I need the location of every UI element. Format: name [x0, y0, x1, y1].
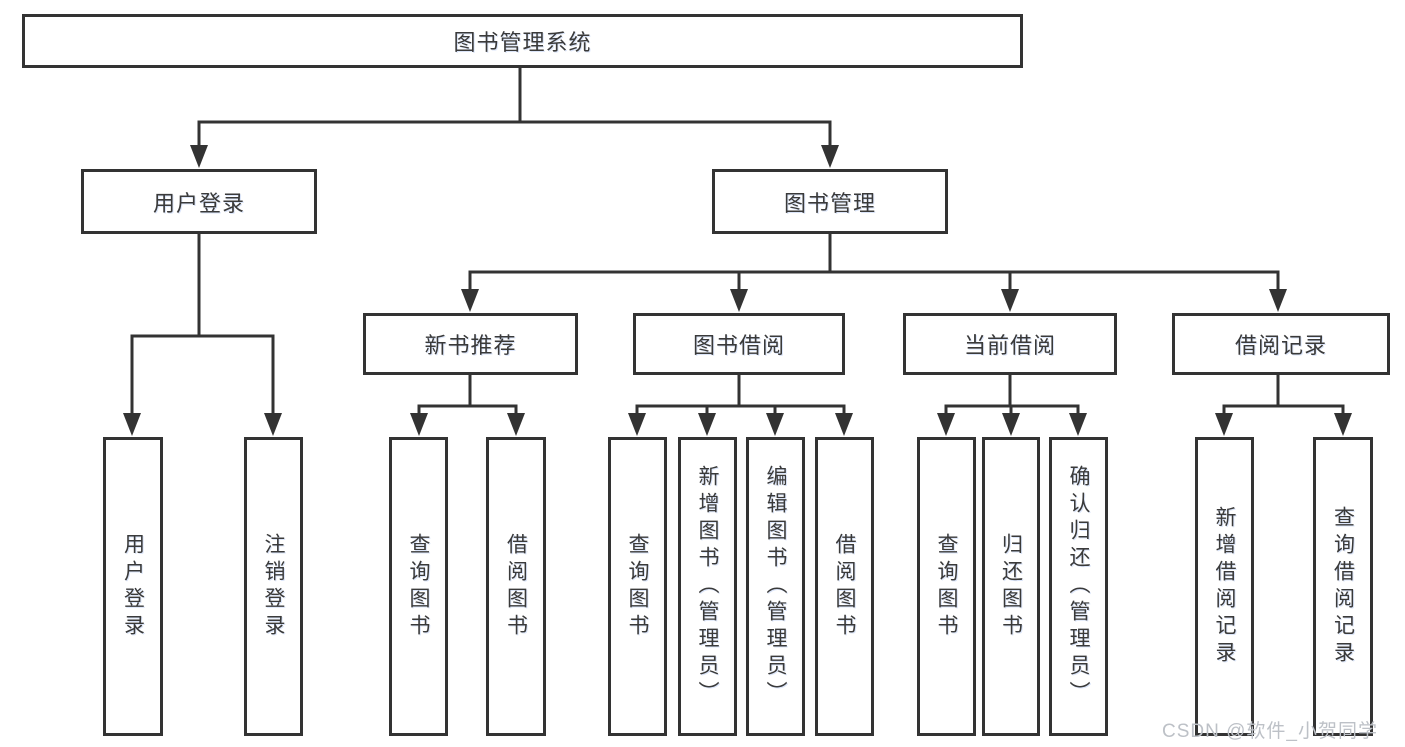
arrowhead-down — [264, 413, 282, 436]
arrowhead-down — [507, 413, 525, 436]
arrowhead-down — [410, 413, 428, 436]
leaf-add-books-admin: 新增图书（管理员） — [678, 437, 737, 736]
arrowhead-down — [461, 289, 479, 312]
node-borrowing-records: 借阅记录 — [1172, 313, 1390, 375]
connector-userlogin-children — [123, 234, 282, 436]
arrowhead-down — [835, 413, 853, 436]
connector-current-children — [937, 375, 1087, 436]
connector-records-children — [1215, 375, 1352, 436]
leaf-confirm-return-admin: 确认归还（管理员） — [1049, 437, 1108, 736]
arrowhead-down — [698, 413, 716, 436]
leaf-add-borrow-record: 新增借阅记录 — [1195, 437, 1254, 736]
arrowhead-down — [937, 413, 955, 436]
leaf-edit-books-admin: 编辑图书（管理员） — [746, 437, 805, 736]
node-book-borrowing: 图书借阅 — [633, 313, 845, 375]
arrowhead-down — [821, 145, 839, 168]
node-book-management: 图书管理 — [712, 169, 948, 234]
leaf-logout: 注销登录 — [244, 437, 303, 736]
leaf-query-books-recommend: 查询图书 — [389, 437, 448, 736]
leaf-query-borrow-record: 查询借阅记录 — [1313, 437, 1373, 736]
leaf-query-books-borrowing: 查询图书 — [608, 437, 667, 736]
node-current-borrowing: 当前借阅 — [903, 313, 1117, 375]
arrowhead-down — [1001, 289, 1019, 312]
leaf-query-books-current: 查询图书 — [917, 437, 976, 736]
arrowhead-down — [1215, 413, 1233, 436]
leaf-borrow-books: 借阅图书 — [815, 437, 874, 736]
arrowhead-down — [1334, 413, 1352, 436]
arrowhead-down — [1002, 413, 1020, 436]
arrowhead-down — [766, 413, 784, 436]
node-library-management-system: 图书管理系统 — [22, 14, 1023, 68]
arrowhead-down — [1069, 413, 1087, 436]
node-user-login: 用户登录 — [81, 169, 317, 234]
leaf-user-login: 用户登录 — [103, 437, 163, 736]
node-new-book-recommendation: 新书推荐 — [363, 313, 578, 375]
leaf-borrow-books-recommend: 借阅图书 — [486, 437, 546, 736]
connector-newbooks-children — [410, 375, 525, 436]
arrowhead-down — [628, 413, 646, 436]
arrowhead-down — [730, 289, 748, 312]
arrowhead-down — [123, 413, 141, 436]
connector-borrowing-children — [628, 375, 853, 436]
csdn-watermark: CSDN @软件_小贺同学 — [1162, 721, 1378, 742]
connector-bookmgmt-to-level3 — [461, 234, 1287, 312]
arrowhead-down — [190, 145, 208, 168]
arrowhead-down — [1269, 289, 1287, 312]
leaf-return-books: 归还图书 — [982, 437, 1040, 736]
connector-root-to-level2 — [190, 66, 839, 168]
